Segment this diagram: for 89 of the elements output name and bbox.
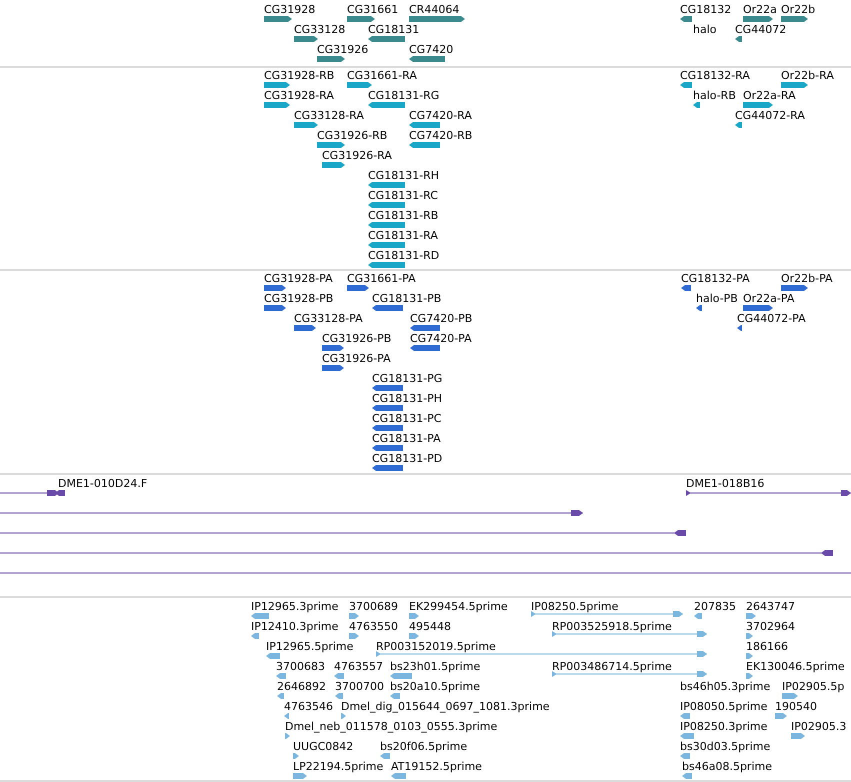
feature-label: bs20f06.5prime	[380, 740, 468, 753]
feature-label: LP22194.5prime	[293, 760, 384, 773]
feature-label: 495448	[409, 620, 451, 633]
feature-label: EK130046.5prime	[746, 660, 845, 673]
feature-label: CG33128	[294, 23, 346, 36]
feature-label: 207835	[694, 600, 736, 613]
feature-label: CG18131-PG	[372, 372, 442, 385]
feature-label: DME1-018B16	[686, 477, 764, 490]
feature-label: CG31661-RA	[347, 69, 417, 82]
feature-label: CG31928-PA	[264, 272, 333, 285]
feature-label: 3702964	[746, 620, 795, 633]
feature-label: RP003152019.5prime	[376, 640, 496, 653]
feature-label: Or22b-RA	[781, 69, 834, 82]
feature-label: CG18132	[680, 3, 732, 16]
feature-label: CG18131-PD	[372, 452, 442, 465]
feature-label: RP003486714.5prime	[552, 660, 672, 673]
feature-label: CG18131-RG	[368, 89, 440, 102]
feature-label: CG44072-RA	[735, 109, 805, 122]
feature-label: CG31928-RB	[264, 69, 334, 82]
feature-label: Dmel_neb_011578_0103_0555.3prime	[285, 720, 498, 733]
feature-label: IP08050.5prime	[680, 700, 768, 713]
feature-label: EK299454.5prime	[409, 600, 508, 613]
feature-label: bs30d03.5prime	[680, 740, 770, 753]
feature-label: CG33128-RA	[294, 109, 364, 122]
feature-label: CG31661	[347, 3, 398, 16]
feature-label: halo-RB	[693, 89, 736, 102]
feature-label: CG18131-PA	[372, 432, 441, 445]
feature-label: CG7420-PB	[410, 312, 472, 325]
feature-label: CG18131-RD	[368, 249, 440, 262]
feature-label: CG31926-RA	[322, 149, 392, 162]
feature-label: 3700689	[349, 600, 398, 613]
feature-label: Or22a-PA	[743, 292, 794, 305]
feature-label: bs20a10.5prime	[390, 680, 480, 693]
feature-label: halo	[693, 23, 716, 36]
feature-label: IP08250.3prime	[680, 720, 768, 733]
feature-label: CG44072-PA	[737, 312, 806, 325]
feature-label: bs23h01.5prime	[390, 660, 480, 673]
feature-label: halo-PB	[696, 292, 738, 305]
feature-label: CG18131-RH	[368, 169, 440, 182]
feature-label: 3700700	[335, 680, 384, 693]
feature-label: CG18131-PB	[372, 292, 442, 305]
feature-label: CG18131-PH	[372, 392, 442, 405]
feature-label: CG33128-PA	[294, 312, 363, 325]
feature-label: Or22a-RA	[743, 89, 796, 102]
feature-label: CG18131-RC	[368, 189, 438, 202]
feature-label: Or22b-PA	[781, 272, 833, 285]
feature-label: 186166	[746, 640, 788, 653]
feature-label: AT19152.5prime	[391, 760, 482, 773]
feature-label: 4763550	[349, 620, 398, 633]
feature-label: CG7420-RB	[409, 129, 472, 142]
feature-label: CG18132-PA	[681, 272, 750, 285]
feature-label: CG18131-PC	[372, 412, 442, 425]
feature-label: IP12965.3prime	[251, 600, 338, 613]
feature-label: IP08250.5prime	[531, 600, 618, 613]
feature-label: DME1-010D24.F	[58, 477, 148, 490]
feature-label: IP12965.5prime	[266, 640, 354, 653]
feature-label: CG31928-PB	[264, 292, 334, 305]
feature-label: CG18131-RB	[368, 209, 438, 222]
feature-label: Dmel_dig_015644_0697_1081.3prime	[341, 700, 550, 713]
feature-label: 4763557	[334, 660, 383, 673]
feature-label: CG18132-RA	[680, 69, 750, 82]
feature-label: CG31926-RB	[317, 129, 388, 142]
feature-label: CG7420-PA	[410, 332, 472, 345]
feature-label: IP02905.3	[791, 720, 846, 733]
feature-label: 3700683	[276, 660, 325, 673]
feature-label: CG31928-RA	[264, 89, 334, 102]
feature-label: IP12410.3prime	[251, 620, 338, 633]
feature-label: 2646892	[277, 680, 326, 693]
feature-label: RP003525918.5prime	[552, 620, 672, 633]
feature-label: 4763546	[284, 700, 333, 713]
feature-label: 190540	[775, 700, 817, 713]
feature-label: 2643747	[746, 600, 795, 613]
feature-label: Or22a	[743, 3, 777, 16]
feature-label: CG18131	[368, 23, 420, 36]
feature-label: bs46a08.5prime	[682, 760, 772, 773]
feature-label: CG31926-PB	[322, 332, 392, 345]
feature-label: CG18131-RA	[368, 229, 438, 242]
feature-label: IP02905.5p	[782, 680, 844, 693]
feature-label: CG44072	[735, 23, 786, 36]
feature-label: UUGC0842	[293, 740, 354, 753]
feature-label: CG31661-PA	[347, 272, 416, 285]
feature-label: CG7420	[409, 43, 454, 56]
feature-label: CG31928	[264, 3, 316, 16]
feature-label: CG31926-PA	[322, 352, 391, 365]
feature-label: CG31926	[317, 43, 368, 56]
feature-label: bs46h05.3prime	[680, 680, 770, 693]
feature-label: Or22b	[781, 3, 816, 16]
feature-label: CR44064	[409, 3, 460, 16]
feature-label: CG7420-RA	[409, 109, 472, 122]
